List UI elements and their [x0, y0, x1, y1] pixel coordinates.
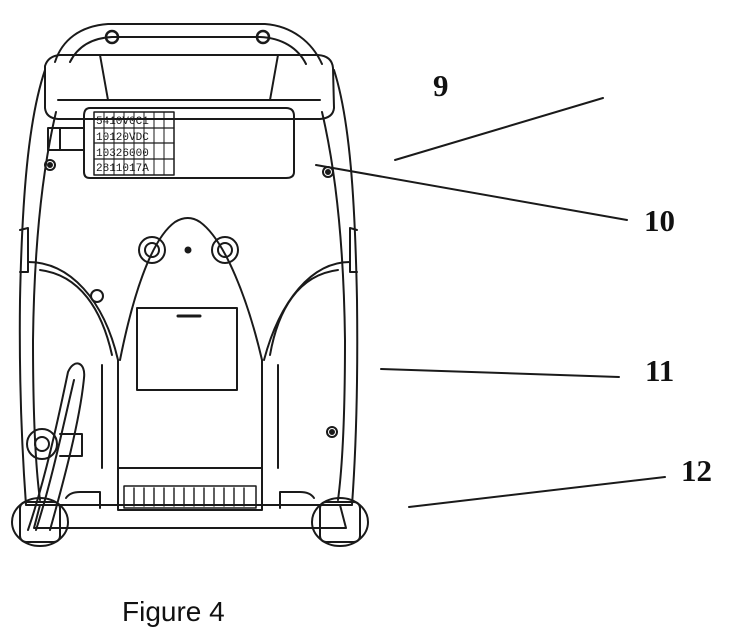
access-cover-panel: [136, 307, 238, 391]
rear-panel-arches: [27, 217, 351, 469]
device-body: [18, 69, 359, 506]
wheel-right: [311, 497, 369, 547]
screw-lower-right: [326, 426, 338, 438]
leader-line-10: [315, 164, 628, 221]
leader-line-9: [394, 97, 604, 161]
callout-9: 9: [433, 68, 449, 103]
wheel-left: [11, 497, 69, 547]
top-cap: [44, 54, 335, 120]
knob-right: [211, 236, 239, 264]
vent-grille: [117, 467, 263, 511]
base-frame: [33, 491, 347, 529]
carry-handle: [54, 23, 323, 65]
callout-10: 10: [644, 203, 675, 238]
figure-caption: Figure 4: [122, 596, 225, 627]
label-row-4: 2811017A: [96, 163, 149, 175]
side-port: [90, 289, 104, 303]
screw-left: [44, 159, 56, 171]
power-cord: [26, 362, 86, 531]
rating-label-plate: [47, 107, 295, 179]
centre-hole: [184, 246, 192, 254]
callout-11: 11: [645, 353, 675, 388]
label-row-2: 10120VDC: [96, 132, 149, 144]
label-row-1: 5410V0C1: [96, 116, 149, 128]
callout-12: 12: [681, 453, 712, 488]
leader-line-11: [380, 368, 620, 378]
label-row-3: 10326000: [96, 148, 149, 160]
knob-left: [138, 236, 166, 264]
leader-line-12: [408, 476, 666, 508]
